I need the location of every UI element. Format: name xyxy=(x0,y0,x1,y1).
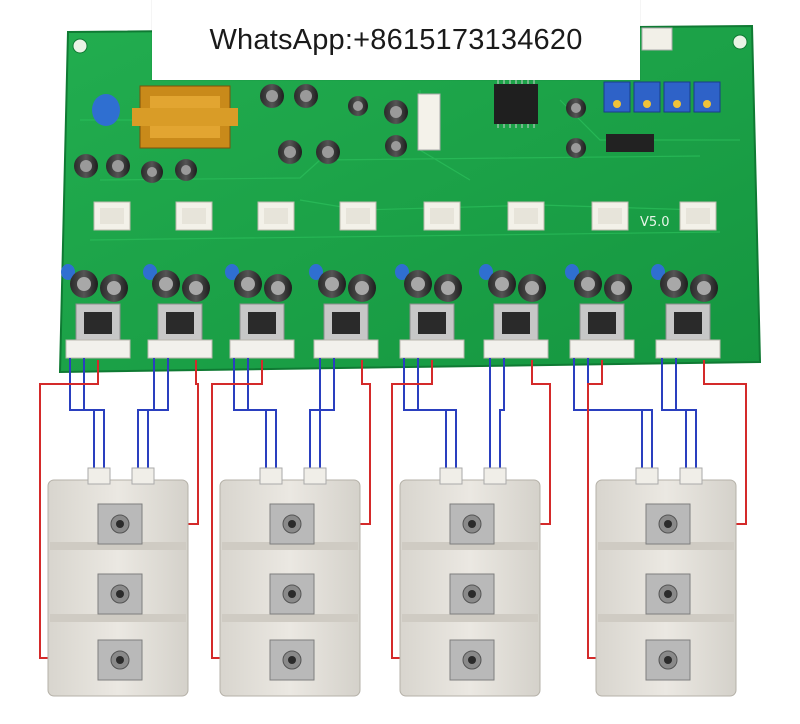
optocoupler-1 xyxy=(93,201,131,231)
microcontroller-chip xyxy=(494,80,538,128)
blue-capacitor xyxy=(92,94,120,126)
watermark-banner: WhatsApp:+8615173134620 xyxy=(152,0,640,80)
signal-wire xyxy=(417,358,457,470)
signal-wire xyxy=(319,358,335,470)
driver-channel-2 xyxy=(143,264,213,359)
driver-channel-8 xyxy=(651,264,721,359)
driver-channel-4 xyxy=(309,264,379,359)
signal-wire xyxy=(137,358,155,470)
signal-wire xyxy=(499,358,505,470)
signal-wire xyxy=(675,358,697,470)
transformer xyxy=(132,85,238,149)
top-capacitors xyxy=(74,84,586,183)
driver-channels xyxy=(61,264,721,359)
optocoupler-4 xyxy=(339,201,377,231)
signal-wire xyxy=(403,358,447,470)
optocoupler-2 xyxy=(175,201,213,231)
igbt-module-4 xyxy=(595,467,737,697)
soic-chip xyxy=(606,134,654,152)
driver-channel-5 xyxy=(395,264,465,359)
optocoupler-5 xyxy=(423,201,461,231)
optocoupler-7 xyxy=(591,201,629,231)
driver-channel-1 xyxy=(61,264,131,359)
igbt-modules xyxy=(47,467,737,697)
signal-wire xyxy=(69,358,95,470)
driver-channel-7 xyxy=(565,264,635,359)
optocoupler-row xyxy=(93,201,717,231)
igbt-module-3 xyxy=(399,467,541,697)
signal-wire xyxy=(573,358,643,470)
signal-wire xyxy=(661,358,687,470)
watermark-text: WhatsApp:+8615173134620 xyxy=(209,23,583,56)
signal-wire xyxy=(309,358,321,470)
header-connector xyxy=(417,93,441,151)
potentiometers xyxy=(603,81,721,113)
driver-channel-3 xyxy=(225,264,295,359)
board-version-label: V5.0 xyxy=(640,215,670,230)
driver-channel-6 xyxy=(479,264,549,359)
igbt-module-2 xyxy=(219,467,361,697)
top-right-connector xyxy=(641,27,673,51)
signal-wire xyxy=(147,358,169,470)
optocoupler-3 xyxy=(257,201,295,231)
optocoupler-8 xyxy=(679,201,717,231)
optocoupler-6 xyxy=(507,201,545,231)
igbt-module-1 xyxy=(47,467,189,697)
